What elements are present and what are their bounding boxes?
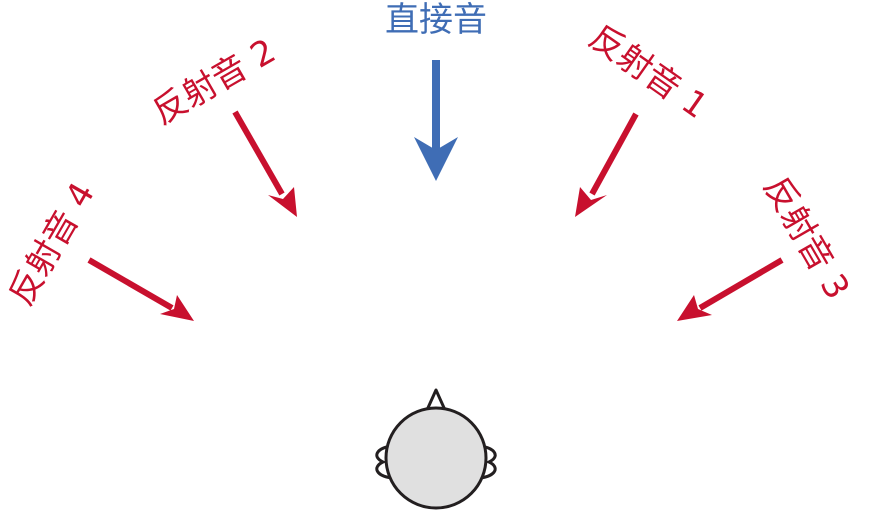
direct-sound-label: 直接音: [385, 0, 487, 40]
reflection-4-arrow: [87, 257, 194, 321]
listener-head-icon: [375, 388, 497, 510]
reflection-1-arrow: [575, 112, 639, 217]
reflection-2-arrow: [232, 110, 297, 217]
reflection-3-arrow: [677, 257, 784, 321]
direct-sound-arrow: [414, 60, 458, 181]
